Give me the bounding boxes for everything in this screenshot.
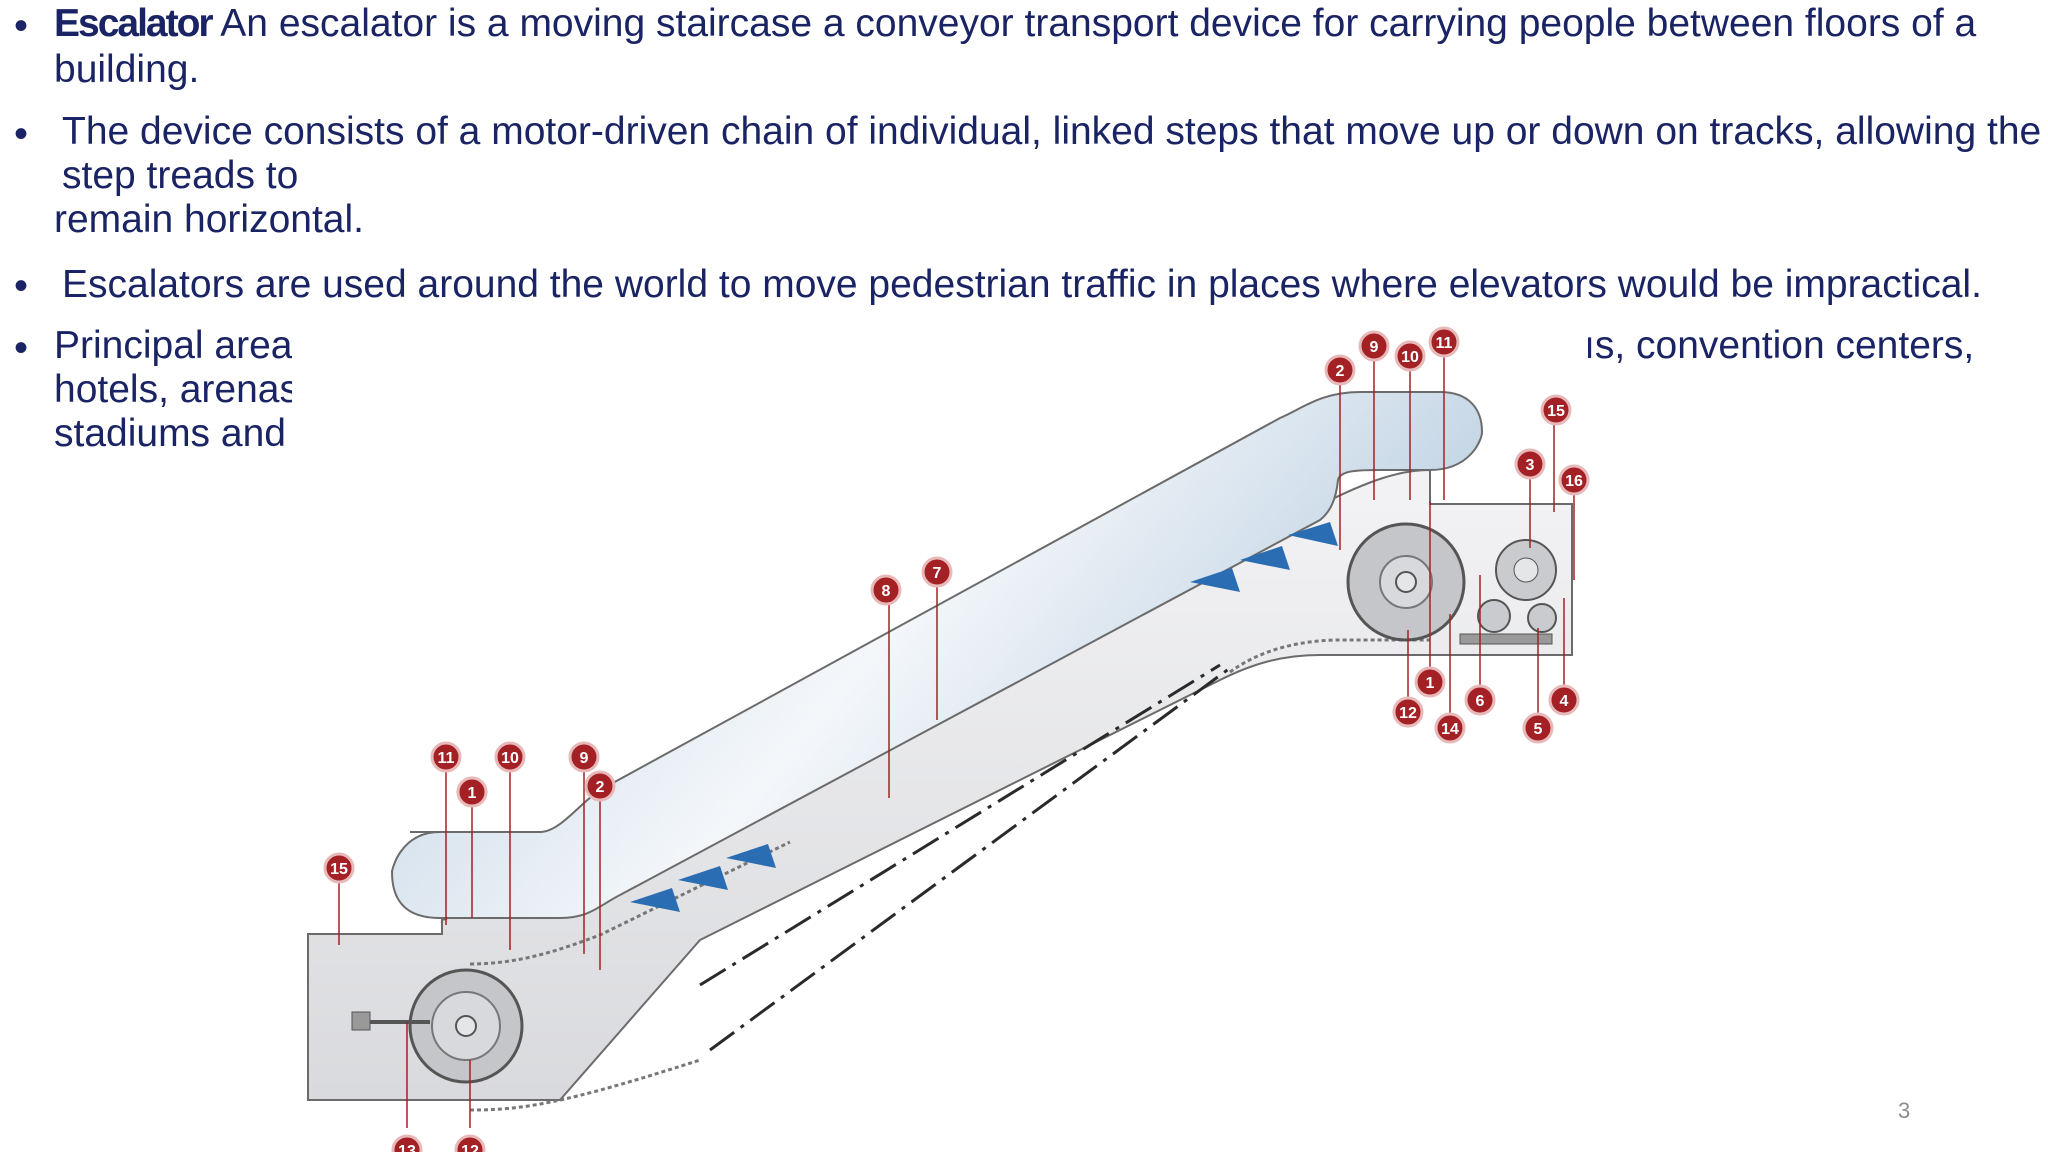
svg-text:15: 15 — [330, 861, 348, 878]
callout-10-upper: 10 — [1394, 340, 1426, 372]
svg-text:10: 10 — [501, 750, 519, 767]
svg-text:6: 6 — [1476, 693, 1485, 710]
bullet-4-line-2: hotels, arenas — [54, 368, 299, 411]
svg-text:7: 7 — [933, 565, 942, 582]
bullet-4-line-3: stadiums and — [54, 412, 286, 455]
callout-4: 4 — [1548, 684, 1580, 716]
callout-15-upper: 15 — [1540, 394, 1572, 426]
callout-16: 16 — [1558, 464, 1590, 496]
bullet-2-line-1: The device consists of a motor-driven ch… — [62, 110, 2042, 153]
leader-lines — [338, 344, 1575, 1128]
callout-9-lower: 9 — [568, 741, 600, 773]
callout-10-lower: 10 — [494, 741, 526, 773]
svg-text:11: 11 — [1436, 335, 1453, 352]
callout-7: 7 — [921, 556, 953, 588]
bullet-2-line-2: step treads to — [62, 154, 299, 197]
return-chain-line — [699, 663, 1221, 987]
brake-drum — [1527, 603, 1557, 633]
svg-text:10: 10 — [1401, 349, 1419, 366]
svg-text:14: 14 — [1441, 721, 1459, 738]
svg-text:1: 1 — [1426, 675, 1435, 692]
bullet-4-line-1-end: ıs, convention centers, — [1584, 324, 1975, 367]
svg-text:1: 1 — [468, 785, 477, 802]
step-5 — [1240, 546, 1290, 570]
callout-6: 6 — [1464, 684, 1496, 716]
callout-15-lower: 15 — [323, 852, 355, 884]
svg-text:2: 2 — [596, 779, 605, 796]
svg-text:13: 13 — [398, 1143, 416, 1152]
svg-text:4: 4 — [1560, 693, 1569, 710]
callout-1-upper: 1 — [1414, 666, 1446, 698]
svg-text:8: 8 — [882, 583, 891, 600]
bullet-2-line-3: remain horizontal. — [54, 198, 364, 241]
machine-base — [1459, 633, 1553, 645]
callout-1-lower: 1 — [456, 776, 488, 808]
svg-text:9: 9 — [580, 750, 589, 767]
svg-text:12: 12 — [461, 1143, 479, 1152]
svg-text:5: 5 — [1534, 721, 1543, 738]
step-chain-line — [709, 666, 1231, 1052]
callout-12-lower: 12 — [454, 1134, 486, 1152]
bullet-1-text: An escalator is a moving staircase a con… — [211, 2, 1977, 45]
step-6 — [1288, 522, 1338, 546]
callout-2-lower: 2 — [584, 770, 616, 802]
step-2 — [678, 866, 728, 890]
callout-8: 8 — [870, 574, 902, 606]
lower-axle — [455, 1015, 477, 1037]
callout-5: 5 — [1522, 712, 1554, 744]
bullet-marker: • — [14, 264, 29, 308]
bullet-3-line-1: Escalators are used around the world to … — [62, 263, 1982, 306]
lower-chain — [469, 840, 791, 966]
bullet-marker: • — [14, 112, 29, 156]
callout-14: 14 — [1434, 712, 1466, 744]
bullet-1-line-2: building. — [54, 48, 200, 91]
step-4 — [1190, 568, 1240, 592]
step-1 — [630, 888, 680, 912]
callout-3: 3 — [1514, 448, 1546, 480]
term-escalator: Escalator — [54, 2, 214, 45]
bullet-4-line-1: Principal areas — [54, 324, 312, 367]
upper-axle — [1395, 571, 1417, 593]
page-number: 3 — [1898, 1098, 1911, 1123]
motor-shaft — [1513, 557, 1539, 583]
tension-block — [351, 1011, 371, 1031]
svg-text:12: 12 — [1399, 705, 1417, 722]
callout-11-lower: 11 — [430, 741, 462, 773]
svg-text:3: 3 — [1526, 457, 1535, 474]
upper-return-chain — [1229, 638, 1430, 674]
svg-text:11: 11 — [438, 750, 455, 767]
step-3 — [726, 844, 776, 868]
callout-13: 13 — [391, 1134, 423, 1152]
bullet-marker: • — [14, 326, 29, 370]
callout-11-upper: 11 — [1428, 326, 1460, 358]
svg-text:2: 2 — [1336, 363, 1345, 380]
callout-12-upper: 12 — [1392, 696, 1424, 728]
gear-small — [1477, 599, 1511, 633]
bullet-marker: • — [14, 4, 29, 48]
bullet-1-line-1: Escalator An escalator is a moving stair… — [54, 2, 1976, 46]
svg-text:9: 9 — [1370, 339, 1379, 356]
callout-2-upper: 2 — [1324, 354, 1356, 386]
svg-text:16: 16 — [1565, 473, 1583, 490]
callout-9-upper: 9 — [1358, 330, 1390, 362]
svg-text:15: 15 — [1547, 403, 1565, 420]
